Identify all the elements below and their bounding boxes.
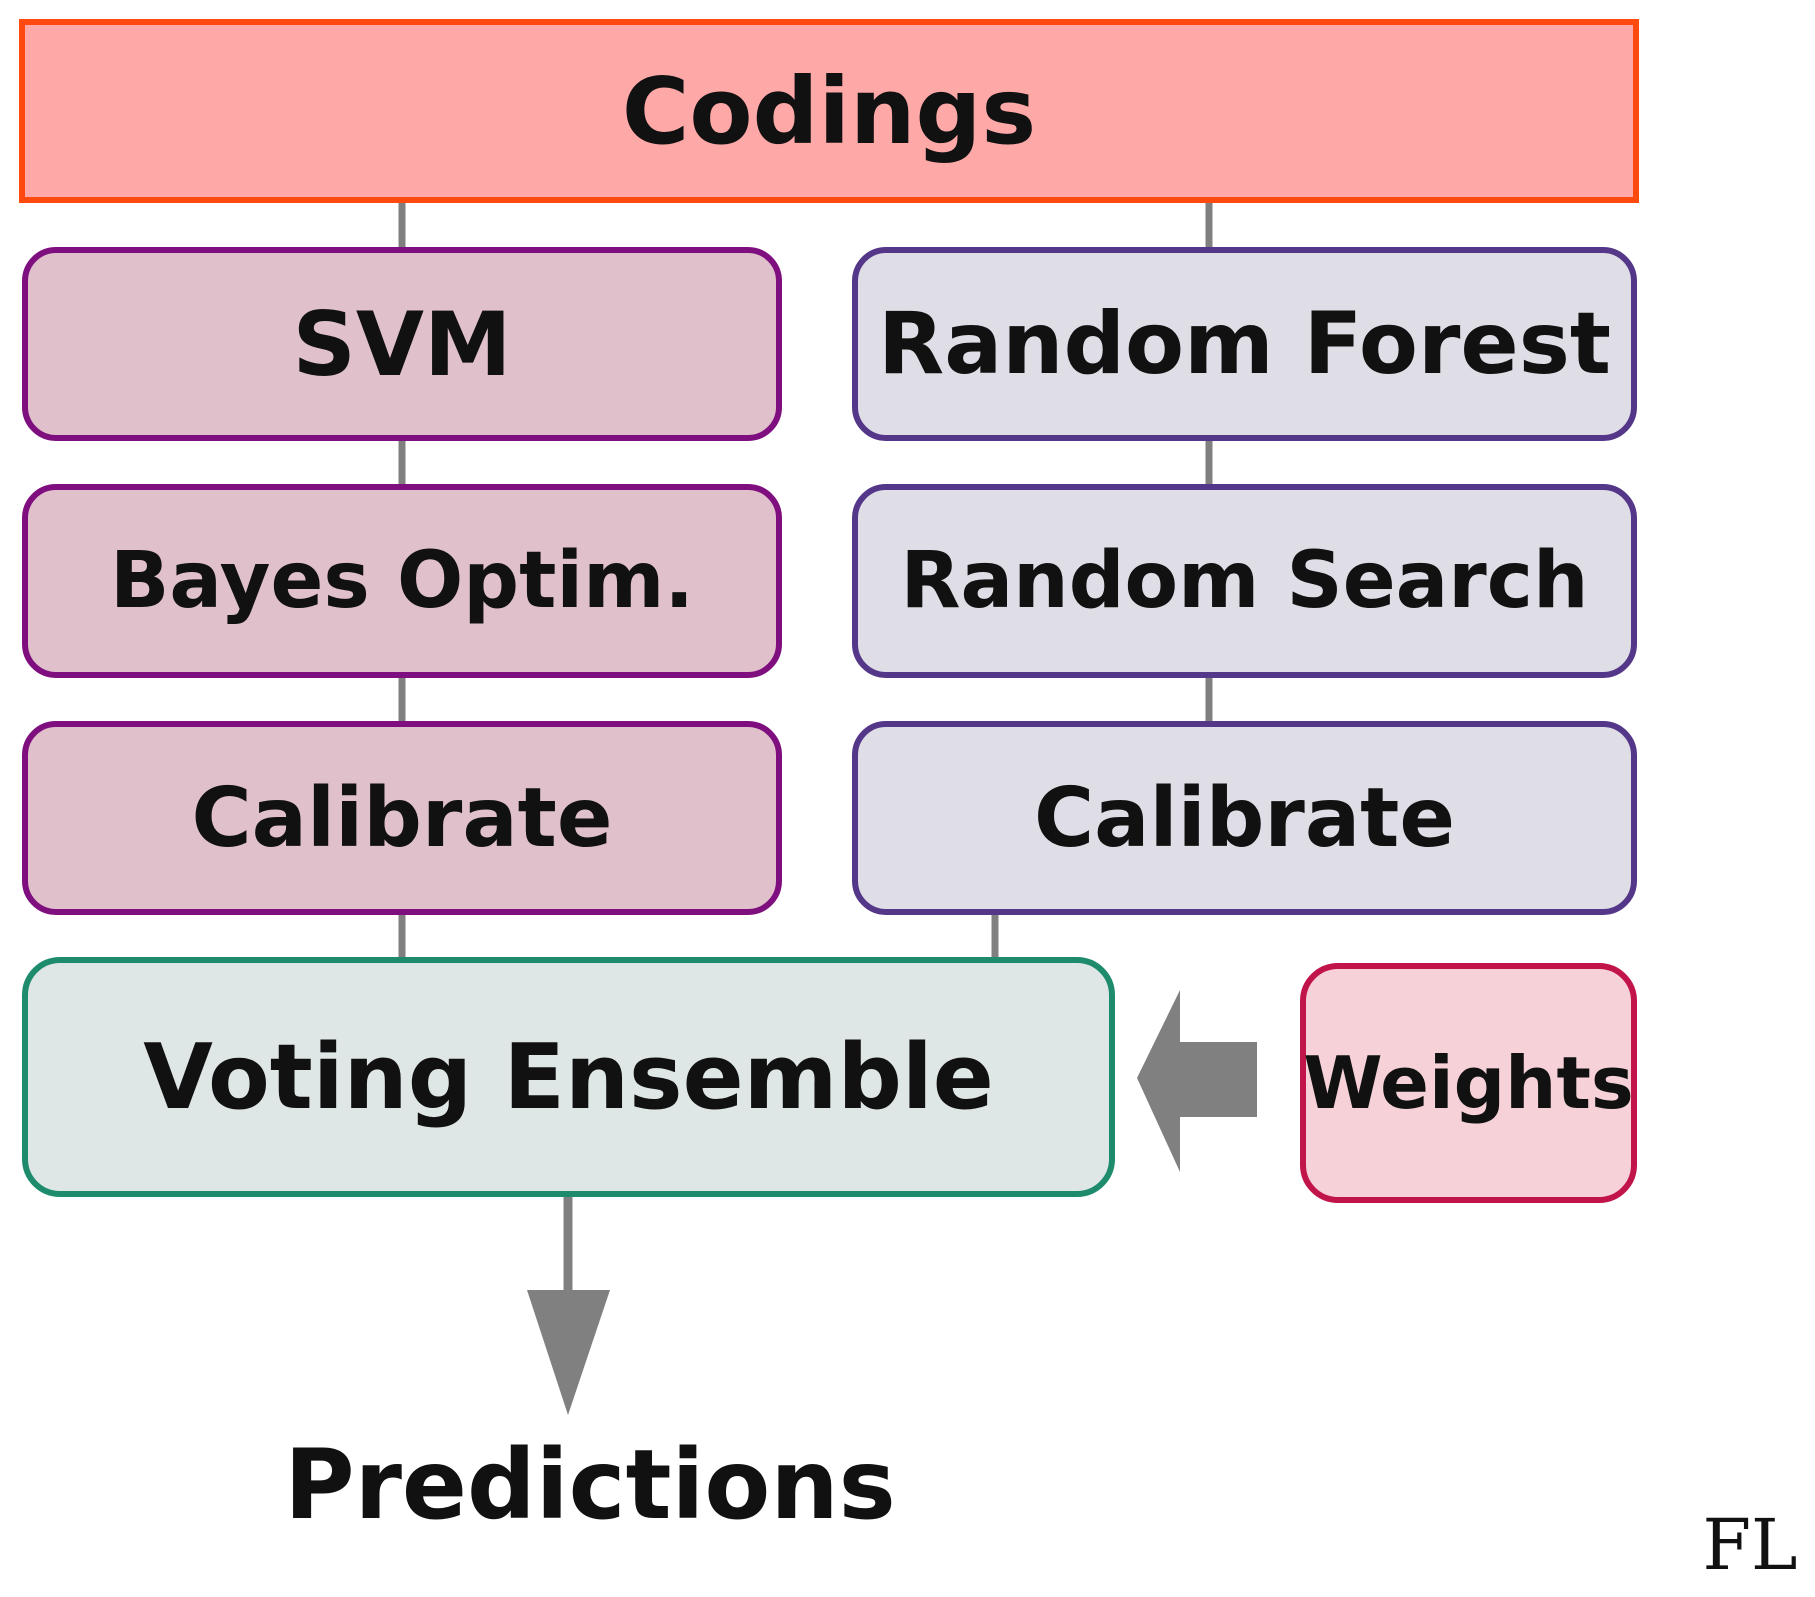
bayes-optim-label: Bayes Optim. — [109, 536, 695, 626]
random-search-label: Random Search — [900, 536, 1589, 626]
arrow-down-icon — [527, 1290, 610, 1415]
weights-label: Weights — [1303, 1041, 1634, 1125]
predictions-label: Predictions — [284, 1429, 896, 1541]
svm-box: SVM — [22, 247, 782, 441]
voting-ensemble-box: Voting Ensemble — [22, 957, 1115, 1197]
bayes-optim-box: Bayes Optim. — [22, 484, 782, 678]
random-forest-label: Random Forest — [877, 294, 1612, 394]
corner-mark: FL — [1702, 1504, 1798, 1586]
codings-box: Codings — [19, 19, 1639, 203]
calibrate-right-box: Calibrate — [852, 721, 1637, 915]
voting-ensemble-label: Voting Ensemble — [143, 1024, 994, 1130]
random-forest-box: Random Forest — [852, 247, 1637, 441]
calibrate-left-box: Calibrate — [22, 721, 782, 915]
calibrate-right-label: Calibrate — [1033, 770, 1455, 866]
arrow-left-icon — [1137, 990, 1257, 1172]
weights-box: Weights — [1300, 963, 1637, 1203]
svm-label: SVM — [292, 292, 512, 396]
random-search-box: Random Search — [852, 484, 1637, 678]
calibrate-left-label: Calibrate — [191, 770, 613, 866]
codings-label: Codings — [621, 57, 1037, 165]
